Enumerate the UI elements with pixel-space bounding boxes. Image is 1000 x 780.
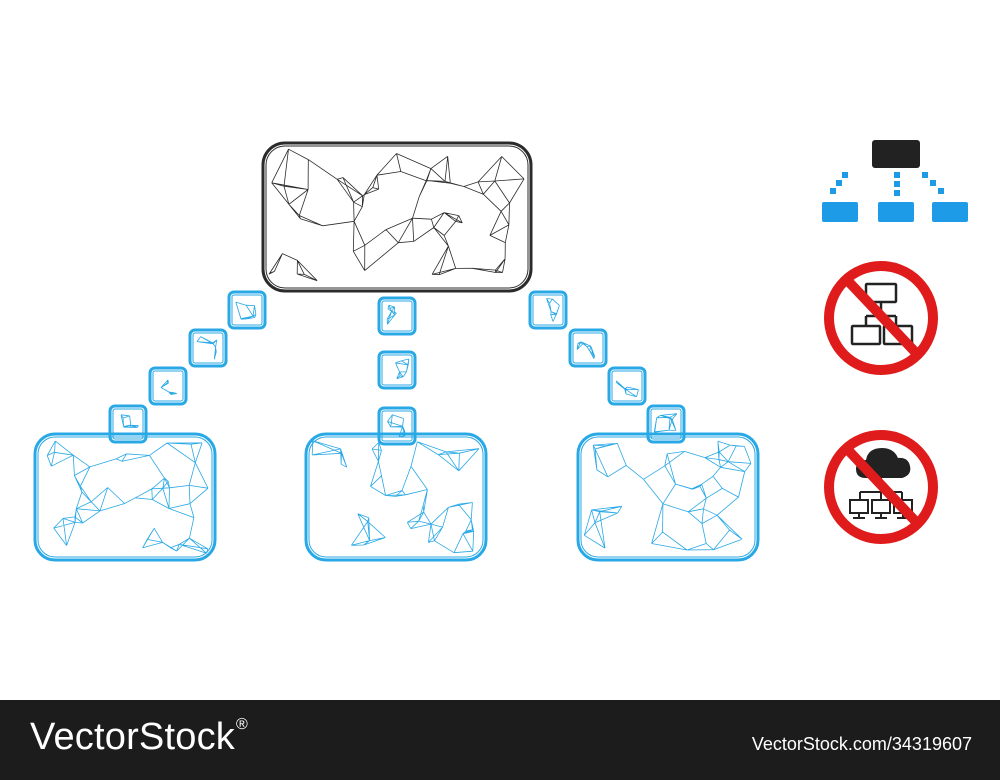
child-nodes-mesh xyxy=(33,432,760,562)
connector-dot xyxy=(607,366,647,406)
child-node-left xyxy=(33,432,217,562)
child-node-right xyxy=(576,432,760,562)
connector-dot xyxy=(188,328,228,368)
trademark-symbol: ® xyxy=(235,716,248,733)
footer-bar: VectorStock® VectorStock.com/34319607 xyxy=(0,700,1000,780)
connector-dot xyxy=(377,350,417,390)
hierarchy-mesh-icon xyxy=(33,141,760,562)
connector-dot xyxy=(528,290,568,330)
forbidden-hierarchy-icon xyxy=(824,261,938,375)
root-node-mesh xyxy=(261,141,533,293)
hierarchy-icon xyxy=(822,140,968,222)
connector-dot xyxy=(148,366,188,406)
connector-dot xyxy=(646,404,686,444)
connector-dots-mesh xyxy=(108,290,686,446)
brand-name: VectorStock xyxy=(30,716,235,758)
illustration-svg xyxy=(33,140,968,562)
connector-dot xyxy=(377,406,417,446)
forbidden-cloud-network-icon xyxy=(824,430,938,544)
image-id-caption: VectorStock.com/34319607 xyxy=(751,734,972,754)
connector-dot xyxy=(108,404,148,444)
brand-logo: VectorStock® xyxy=(30,716,248,759)
root-node-box xyxy=(261,141,533,293)
connector-dot xyxy=(377,296,417,336)
connector-dot xyxy=(227,290,267,330)
connector-dot xyxy=(568,328,608,368)
illustration-canvas xyxy=(33,140,968,562)
child-node-center xyxy=(304,432,488,562)
